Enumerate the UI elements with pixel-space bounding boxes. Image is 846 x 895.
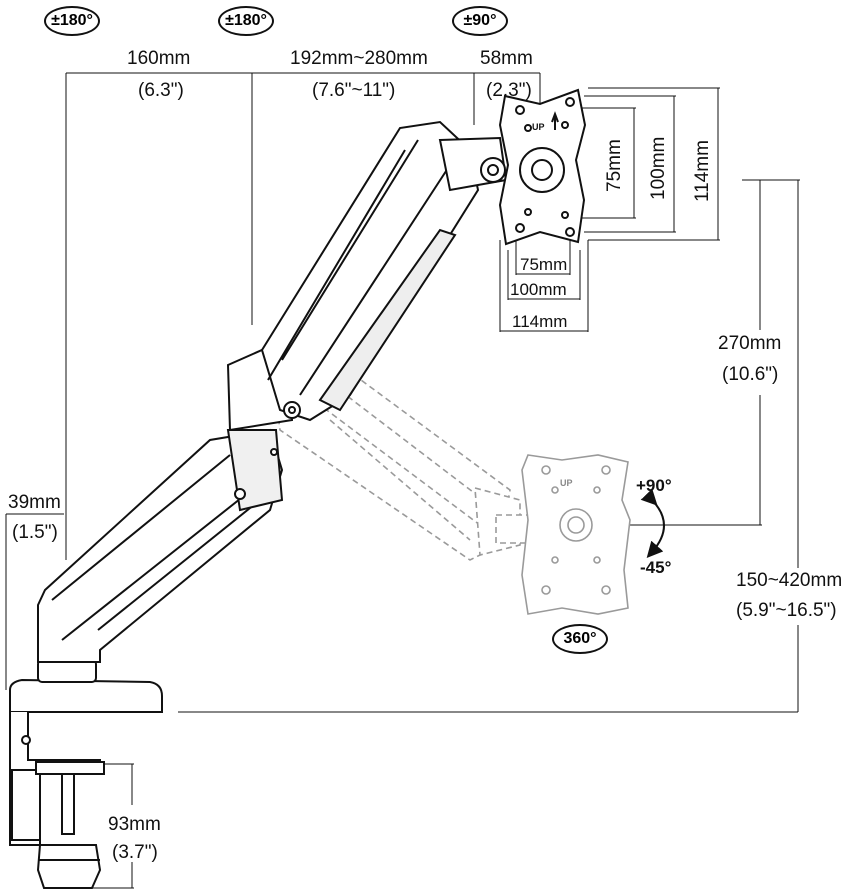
head-length-mm: 58mm	[480, 48, 533, 69]
reach-in: (5.9"~16.5")	[736, 600, 837, 621]
base-offset-in: (1.5")	[12, 522, 58, 543]
vesa-plate	[498, 88, 587, 246]
rotation-plate-label: 360°	[563, 630, 597, 647]
desk-clamp	[9, 678, 163, 889]
arm1-length-mm: 160mm	[127, 48, 191, 69]
arm2-length-in: (7.6"~11")	[312, 80, 396, 101]
height-in: (10.6")	[722, 364, 779, 385]
vesa-height-75: 75mm	[604, 139, 625, 192]
rotation-head-label: ±90°	[463, 12, 497, 29]
vesa-height-100: 100mm	[648, 136, 669, 200]
rotation-elbow-label: ±180°	[225, 12, 267, 29]
vesa-height-114: 114mm	[692, 140, 713, 202]
tilt-up-label: +90°	[636, 476, 672, 495]
ghost-plate-up-label: UP	[560, 478, 573, 488]
upper-arm	[226, 120, 508, 432]
ghost-vesa-plate	[521, 454, 631, 615]
tilt-arrow	[640, 488, 665, 558]
height-mm: 270mm	[718, 333, 782, 354]
dimension-lines	[5, 72, 800, 889]
base-offset-mm: 39mm	[8, 492, 61, 513]
clamp-range-in: (3.7")	[112, 842, 158, 863]
vesa-width-114: 114mm	[512, 312, 568, 331]
lower-arm	[37, 428, 284, 683]
rotation-base-label: ±180°	[51, 12, 93, 29]
vesa-width-75: 75mm	[520, 255, 568, 274]
head-length-in: (2.3")	[486, 80, 532, 101]
tilt-down-label: -45°	[640, 558, 672, 577]
rotation-badge-elbow: ±180°	[218, 6, 274, 36]
arm1-length-in: (6.3")	[138, 80, 184, 101]
plate-up-label: UP	[532, 122, 545, 132]
vesa-width-100: 100mm	[510, 280, 567, 299]
rotation-badge-plate: 360°	[552, 624, 608, 654]
clamp-range-mm: 93mm	[108, 814, 161, 835]
arm2-length-mm: 192mm~280mm	[290, 48, 428, 69]
rotation-badge-base: ±180°	[44, 6, 100, 36]
reach-mm: 150~420mm	[736, 570, 843, 591]
rotation-badge-head: ±90°	[452, 6, 508, 36]
